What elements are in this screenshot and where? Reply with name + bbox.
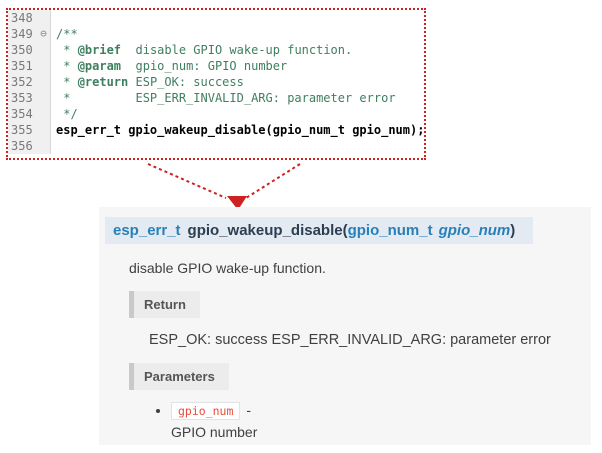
fold-bar [37,90,51,106]
code-line: 350 * @brief disable GPIO wake-up functi… [8,42,424,58]
code-line: 348 [8,10,424,26]
parameter-separator: - [246,402,252,418]
code-line-text: * @brief disable GPIO wake-up function. [56,43,353,57]
parameter-list: gpio_num- GPIO number [99,402,591,440]
code-line: 356 [8,138,424,154]
return-value-text: ESP_OK: success ESP_ERR_INVALID_ARG: par… [149,332,551,348]
line-number: 353 [8,90,37,106]
signature-close-paren: ) [510,222,516,239]
fold-collapse-icon[interactable]: ⊖ [37,26,51,42]
fold-bar [37,106,51,122]
code-line: 349⊖ /** [8,26,424,42]
fold-bar [37,122,51,138]
code-line-text: * ESP_ERR_INVALID_ARG: parameter error [56,91,396,105]
signature-return-type: esp_err_t [113,222,181,239]
parameters-rubric: Parameters [129,363,229,390]
fold-bar [37,10,51,26]
code-line: 354 */ [8,106,424,122]
code-line: 351 * @param gpio_num: GPIO number [8,58,424,74]
line-number: 351 [8,58,37,74]
code-line-text: * @param gpio_num: GPIO number [56,59,288,73]
fold-bar [37,42,51,58]
signature-param-type: gpio_num_t [347,222,433,239]
fold-bar [37,74,51,90]
signature-open-paren: ( [342,222,348,239]
line-number: 352 [8,74,37,90]
line-number: 356 [8,138,37,154]
line-number: 350 [8,42,37,58]
parameter-item: gpio_num- GPIO number [171,402,591,440]
code-line-text: esp_err_t gpio_wakeup_disable(gpio_num_t… [56,123,425,137]
code-line: 355 esp_err_t gpio_wakeup_disable(gpio_nu… [8,122,424,138]
fold-bar [37,58,51,74]
signature-function-name: gpio_wakeup_disable [187,222,343,239]
parameter-description: GPIO number [171,424,258,440]
code-line-text: */ [56,107,78,121]
function-signature: esp_err_t gpio_wakeup_disable(gpio_num_t g… [105,217,533,244]
code-line: 352 * @return ESP_OK: success [8,74,424,90]
code-line-text: /** [56,27,78,41]
function-description: disable GPIO wake-up function. [129,260,326,276]
line-number: 355 [8,122,37,138]
code-line-text [51,10,56,26]
code-line-text [51,138,56,154]
line-number: 354 [8,106,37,122]
code-line: 353 * ESP_ERR_INVALID_ARG: parameter err… [8,90,424,106]
return-rubric: Return [129,291,200,318]
dotted-arrow [147,163,301,210]
line-number: 348 [8,10,37,26]
fold-bar [37,138,51,154]
parameter-name-chip: gpio_num [171,402,241,420]
code-line-text: * @return ESP_OK: success [56,75,244,89]
signature-param-name: gpio_num [438,222,511,239]
line-number: 349 [8,26,37,42]
